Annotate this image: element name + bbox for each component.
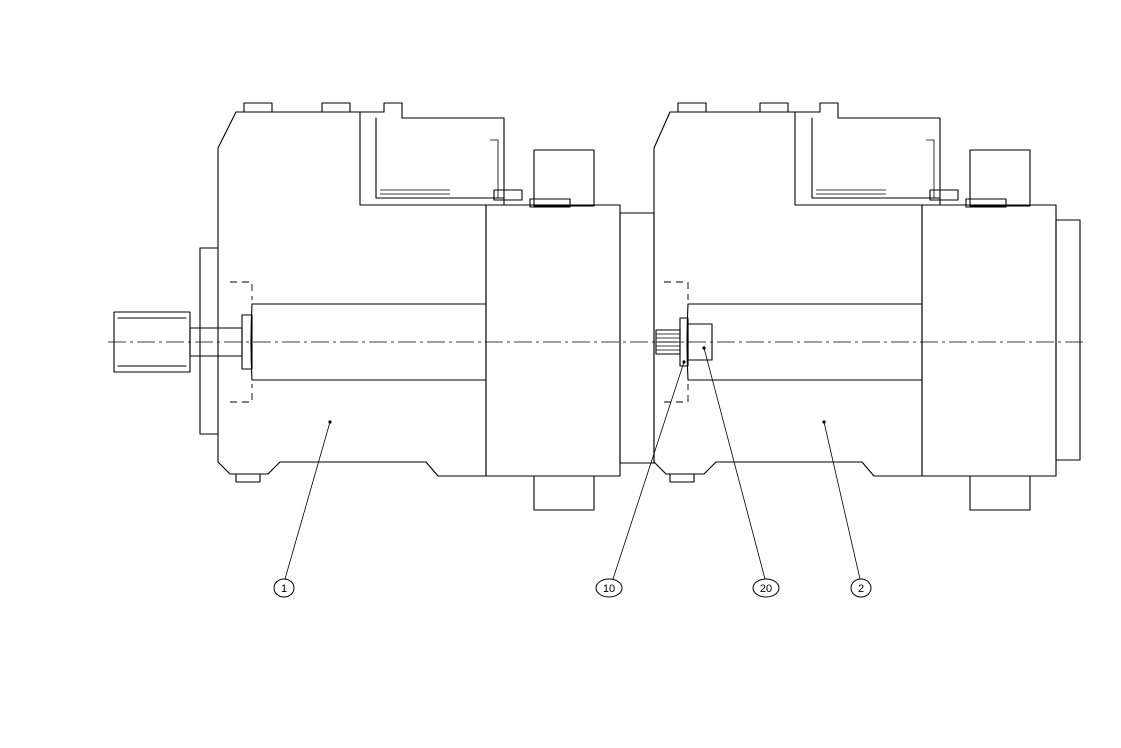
pump-1-bolt [235,473,261,483]
callout-label: 10 [603,583,615,595]
callout-20: 20 [752,578,780,598]
pump-2-port-bolt [965,198,1007,208]
pump-2-bolt [677,102,707,113]
pump-2-control-bolt [929,189,959,201]
pump-1-port-top [533,149,595,207]
pump-1-flange [199,247,219,435]
pump-1-control-block [359,102,505,206]
pump-2-end-cover [921,204,1057,477]
pump-2 [653,102,1081,511]
pump-2-control-block [794,102,941,206]
pump-1-housing [217,111,487,477]
leader-2 [823,421,861,580]
callout-label: 20 [760,583,772,595]
pump-2-rear-cap [1055,219,1081,461]
callout-label: 1 [281,583,287,595]
leader-20 [703,347,766,580]
callout-10: 10 [595,578,623,598]
pump-1 [113,102,621,511]
callout-label: 2 [858,583,864,595]
pump-1-shaft-key [113,311,191,373]
adapter-housing [619,212,655,464]
pump-1-port-bolt [529,198,571,208]
pump-1-port-bottom [533,475,595,511]
pump-1-shaft-collar [241,314,253,370]
pump-1-end-cover [485,204,621,477]
leader-10 [612,361,685,580]
pump-1-bolt [243,102,273,113]
pump-2-housing [653,111,923,477]
leader-1 [284,421,331,580]
pump-1-bolt [321,102,351,113]
pump-2-port-bottom [969,475,1031,511]
pump-2-bolt [759,102,789,113]
pump-1-control-bolt [493,189,523,201]
callout-1: 1 [273,578,295,598]
pump-2-bolt [669,473,695,483]
callout-2: 2 [850,578,872,598]
pump-2-port-top [969,149,1031,207]
